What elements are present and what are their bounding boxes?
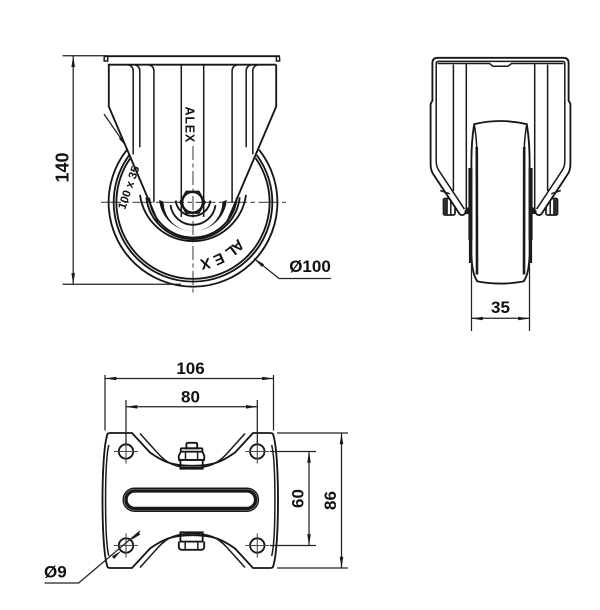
- svg-text:80: 80: [181, 387, 200, 406]
- svg-text:140: 140: [53, 152, 73, 182]
- svg-text:ALEX: ALEX: [182, 107, 196, 144]
- svg-text:86: 86: [321, 491, 340, 510]
- svg-text:35: 35: [491, 298, 510, 317]
- svg-text:X: X: [199, 254, 212, 273]
- svg-text:60: 60: [289, 489, 308, 508]
- svg-text:106: 106: [176, 359, 204, 378]
- svg-text:Ø9: Ø9: [44, 563, 67, 582]
- svg-text:Ø100: Ø100: [289, 257, 331, 276]
